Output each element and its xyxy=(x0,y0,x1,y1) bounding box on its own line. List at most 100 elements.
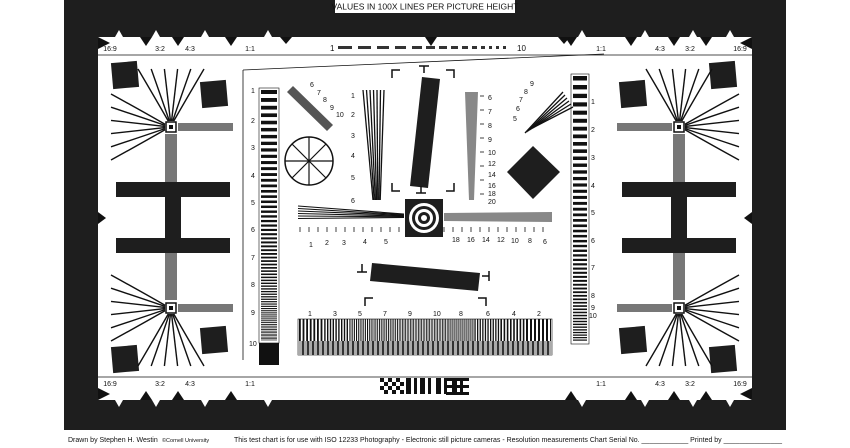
frame-label-bottom-4-3-right: 4:3 xyxy=(655,381,665,388)
frame-label-top-16-9-left: 16:9 xyxy=(103,46,117,53)
frame-label-bottom-16-9-left: 16:9 xyxy=(103,381,117,388)
svg-text:4: 4 xyxy=(351,153,355,160)
slanted-square xyxy=(507,146,560,199)
svg-text:14: 14 xyxy=(482,237,490,244)
frame-label-bottom-3-2-left: 3:2 xyxy=(155,381,165,388)
svg-text:7: 7 xyxy=(591,265,595,272)
frame-label-top-1-1-left: 1:1 xyxy=(245,46,255,53)
svg-text:16: 16 xyxy=(467,237,475,244)
svg-text:8: 8 xyxy=(459,311,463,318)
bottom-burst-row xyxy=(297,318,553,356)
svg-text:2: 2 xyxy=(591,127,595,134)
svg-text:1: 1 xyxy=(591,99,595,106)
wedge-crosses xyxy=(110,68,740,367)
svg-text:5: 5 xyxy=(591,210,595,217)
svg-text:3: 3 xyxy=(333,311,337,318)
vertical-wedge-right xyxy=(465,92,484,200)
top-scale-1: 1 xyxy=(330,44,335,53)
svg-text:5: 5 xyxy=(384,239,388,246)
vertical-ladders xyxy=(258,73,590,365)
frame-label-bottom-16-9-right: 16:9 xyxy=(733,381,747,388)
frame-label-bottom-1-1-left: 1:1 xyxy=(245,381,255,388)
svg-text:2: 2 xyxy=(251,118,255,125)
svg-text:10: 10 xyxy=(511,238,519,245)
svg-text:18: 18 xyxy=(488,191,496,198)
svg-text:5: 5 xyxy=(358,311,362,318)
svg-text:1: 1 xyxy=(309,242,313,249)
svg-text:8: 8 xyxy=(323,97,327,104)
svg-text:6: 6 xyxy=(488,95,492,102)
svg-text:5: 5 xyxy=(251,200,255,207)
svg-text:3: 3 xyxy=(591,155,595,162)
svg-text:6: 6 xyxy=(251,227,255,234)
svg-text:16: 16 xyxy=(488,183,496,190)
i-shapes xyxy=(116,182,736,253)
svg-text:3: 3 xyxy=(351,133,355,140)
svg-text:8: 8 xyxy=(251,282,255,289)
svg-text:14: 14 xyxy=(488,172,496,179)
svg-text:3: 3 xyxy=(342,240,346,247)
svg-text:8: 8 xyxy=(524,89,528,96)
svg-text:9: 9 xyxy=(488,137,492,144)
svg-text:4: 4 xyxy=(591,183,595,190)
svg-text:2: 2 xyxy=(325,240,329,247)
frame-label-bottom-4-3-left: 4:3 xyxy=(185,381,195,388)
svg-text:10: 10 xyxy=(433,311,441,318)
svg-text:7: 7 xyxy=(488,109,492,116)
svg-text:2: 2 xyxy=(351,112,355,119)
tilted-bar-horizontal xyxy=(370,263,480,291)
svg-text:5: 5 xyxy=(351,175,355,182)
svg-text:1: 1 xyxy=(308,311,312,318)
frame-label-top-4-3-left: 4:3 xyxy=(185,46,195,53)
frame-label-bottom-3-2-right: 3:2 xyxy=(685,381,695,388)
diag-top-left-labels: 6 7 8 9 10 xyxy=(310,82,344,119)
svg-text:12: 12 xyxy=(497,237,505,244)
svg-text:9: 9 xyxy=(330,105,334,112)
svg-text:7: 7 xyxy=(519,97,523,104)
svg-text:7: 7 xyxy=(251,255,255,262)
tilted-bar-vertical xyxy=(410,77,440,188)
svg-text:6: 6 xyxy=(591,238,595,245)
svg-text:2: 2 xyxy=(537,311,541,318)
inner-framing-triangles xyxy=(98,37,752,400)
header-title: VALUES IN 100X LINES PER PICTURE HEIGHT xyxy=(332,2,519,12)
svg-text:10: 10 xyxy=(336,112,344,119)
checker-stripes xyxy=(380,378,469,395)
top-scale-10: 10 xyxy=(517,44,526,53)
svg-text:10: 10 xyxy=(589,313,597,320)
footer-statement: This test chart is for use with ISO 1223… xyxy=(234,437,782,444)
svg-text:4: 4 xyxy=(251,173,255,180)
svg-text:8: 8 xyxy=(528,238,532,245)
star-circle xyxy=(284,136,334,186)
vertical-wedge-right-labels: 6 7 8 9 10 12 14 16 18 20 xyxy=(488,95,496,206)
frame-label-top-3-2-left: 3:2 xyxy=(155,46,165,53)
svg-text:7: 7 xyxy=(383,311,387,318)
svg-text:7: 7 xyxy=(317,90,321,97)
frame-label-top-16-9-right: 16:9 xyxy=(733,46,747,53)
svg-text:8: 8 xyxy=(591,293,595,300)
svg-text:9: 9 xyxy=(591,305,595,312)
svg-text:18: 18 xyxy=(452,237,460,244)
header-box xyxy=(335,0,515,13)
diag-top-right-labels: 5 6 7 8 9 xyxy=(513,81,534,123)
corner-squares xyxy=(110,60,738,374)
diagonal-grey-bar xyxy=(287,86,333,131)
svg-text:4: 4 xyxy=(363,239,367,246)
frame-label-top-1-1-right: 1:1 xyxy=(596,46,606,53)
frame-label-bottom-1-1-right: 1:1 xyxy=(596,381,606,388)
center-target xyxy=(405,199,443,237)
svg-text:20: 20 xyxy=(488,199,496,206)
svg-text:9: 9 xyxy=(408,311,412,318)
footer-institution: ©Cornell University xyxy=(162,437,209,444)
right-ladder-numbers: 1 2 3 4 5 6 7 8 9 10 xyxy=(589,99,597,320)
frame-label-top-3-2-right: 3:2 xyxy=(685,46,695,53)
svg-text:4: 4 xyxy=(512,311,516,318)
svg-text:9: 9 xyxy=(530,81,534,88)
svg-text:6: 6 xyxy=(543,239,547,246)
footer-strip xyxy=(0,430,850,448)
svg-text:6: 6 xyxy=(516,106,520,113)
svg-text:6: 6 xyxy=(486,311,490,318)
svg-text:10: 10 xyxy=(488,150,496,157)
